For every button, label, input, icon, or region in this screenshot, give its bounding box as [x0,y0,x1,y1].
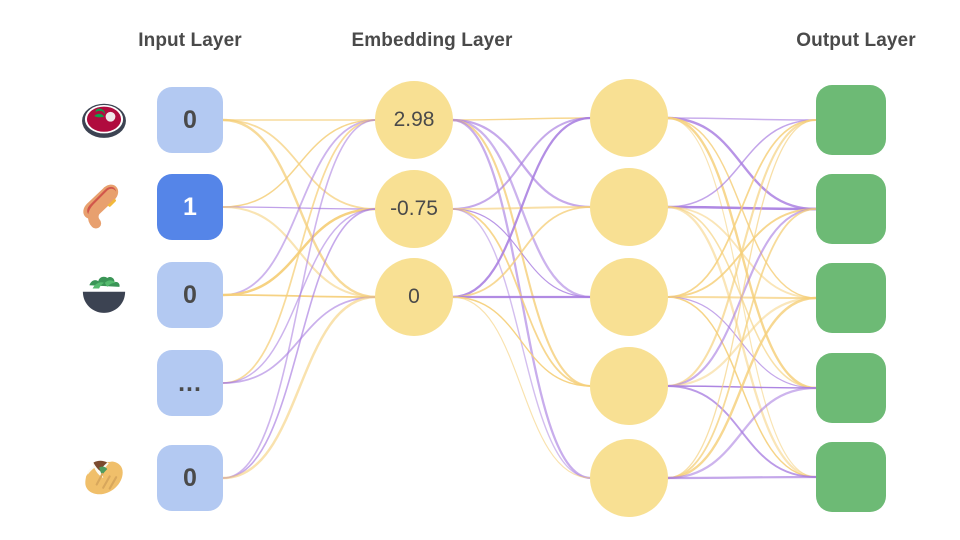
edge [222,119,377,210]
edge [451,118,592,209]
embedding-node-1[interactable]: 2.98 [375,81,453,159]
input-node-2[interactable]: 1 [157,174,223,240]
edge [222,119,377,384]
hidden-node-5[interactable] [590,439,668,517]
burrito-icon [78,452,130,504]
edge [451,118,592,299]
embedding-node-2[interactable]: -0.75 [375,170,453,248]
edge [451,208,592,479]
edge [222,208,377,384]
edge [666,116,817,211]
input-layer-title: Input Layer [138,30,242,51]
edge [666,208,817,479]
hidden-node-1[interactable] [590,79,668,157]
edge [666,206,817,299]
edge [451,208,592,387]
input-node-5[interactable]: 0 [157,445,223,511]
edge [451,206,592,298]
edge [451,206,592,210]
input-node-value: 0 [183,463,197,492]
edge [222,294,377,298]
output-node-5[interactable] [816,442,886,512]
embedding-node-value: 2.98 [393,108,435,131]
hidden-node-4[interactable] [590,347,668,425]
edge [222,206,377,210]
edge [666,205,817,211]
embedding-node-value: -0.75 [390,197,438,220]
edge [666,206,817,389]
edge [222,119,377,479]
green-salad-icon [78,269,130,321]
edge [451,208,592,298]
edge [451,296,592,479]
hidden-node-2[interactable] [590,168,668,246]
edge [451,118,592,388]
hot-dog-icon [78,181,130,233]
edge [666,208,817,298]
edge [666,475,817,480]
edge [222,118,377,299]
edge [666,385,817,478]
edge [666,385,817,389]
input-node-3[interactable]: 0 [157,262,223,328]
input-node-value: 0 [183,280,197,309]
input-node-4[interactable]: ... [157,350,223,416]
edge [222,119,377,296]
edge [666,205,817,479]
edge [451,117,592,121]
edge [451,116,592,211]
edge [666,116,817,390]
edge [666,296,817,480]
steak-bowl-icon [78,94,130,146]
input-node-value: ... [178,368,202,397]
edge [666,119,817,298]
edge [222,295,377,480]
edge [666,295,817,300]
input-node-1[interactable]: 0 [157,87,223,153]
edge [666,296,817,388]
edge [451,118,592,480]
embedding-node-value: 0 [408,285,420,308]
edge [666,119,817,479]
edge [666,117,817,478]
embedding-node-3[interactable]: 0 [375,258,453,336]
edge [666,207,817,388]
output-node-1[interactable] [816,85,886,155]
edge [451,116,592,299]
edge [666,296,817,478]
edge [222,208,377,479]
edge [222,207,377,297]
edge [222,205,377,299]
output-node-4[interactable] [816,353,886,423]
edge [666,117,817,299]
edge [222,119,377,208]
output-node-2[interactable] [816,174,886,244]
edge [666,119,817,208]
edge [222,296,377,384]
embedding-layer-title: Embedding Layer [351,30,513,51]
edge [666,117,817,121]
edge [666,296,817,389]
edge [666,386,817,480]
edge [451,296,592,387]
output-layer-title: Output Layer [796,30,916,51]
hidden-node-3[interactable] [590,258,668,336]
input-node-value: 0 [183,105,197,134]
input-node-value: 1 [183,192,197,221]
output-node-3[interactable] [816,263,886,333]
edge [666,118,817,388]
